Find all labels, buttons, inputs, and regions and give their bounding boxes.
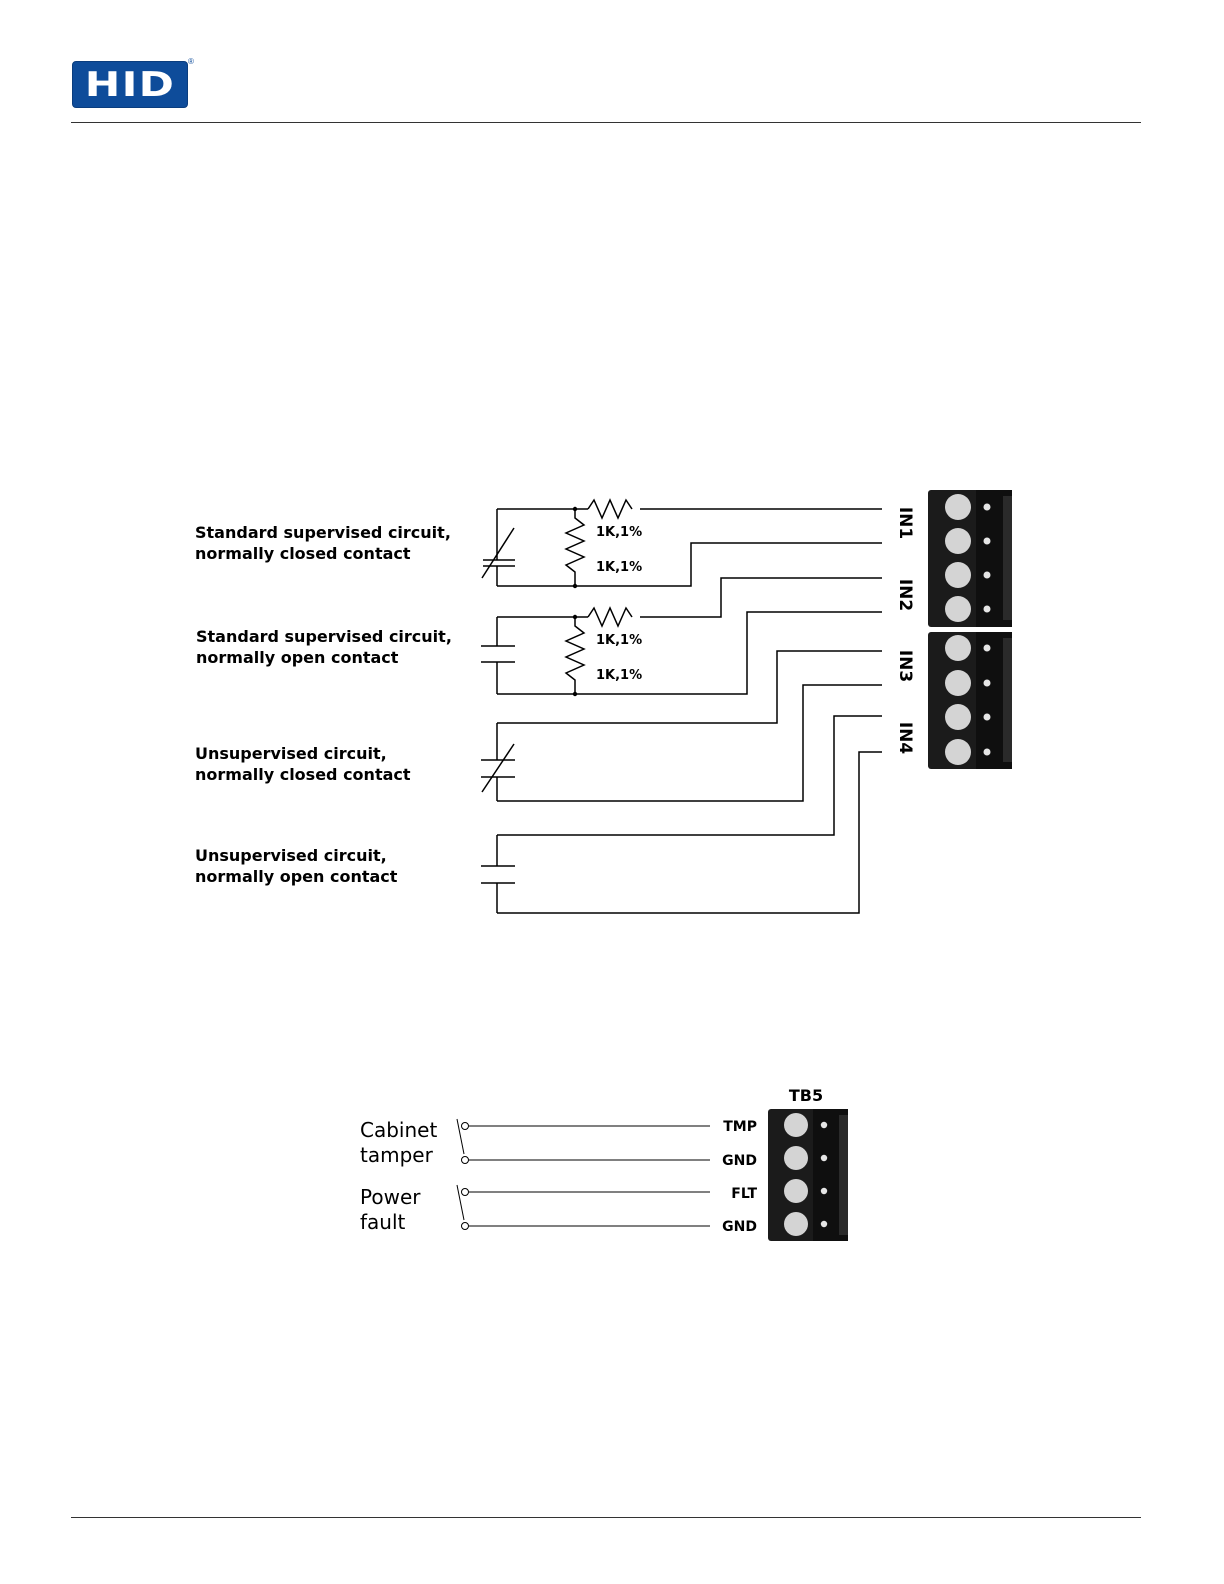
resistor-label-1: 1K,1% <box>596 525 642 540</box>
circuit4-label-l2: normally open contact <box>195 867 398 886</box>
screw-2 <box>945 528 971 554</box>
pin-label-gnd-1: GND <box>722 1153 757 1169</box>
c3-wire-bottom <box>497 685 882 801</box>
c4-wire-top <box>497 716 882 835</box>
c2-series-resistor <box>588 608 632 626</box>
c1-wire-bottom <box>497 543 882 586</box>
c4-wire-bottom <box>497 752 882 913</box>
tamper-contact-bot <box>462 1157 469 1164</box>
screw-8 <box>945 739 971 765</box>
resistor-label-4: 1K,1% <box>596 668 642 683</box>
cabinet-tamper-label-l1: Cabinet <box>360 1118 437 1142</box>
c2-node-bot <box>573 692 577 696</box>
tb5-label: TB5 <box>789 1086 823 1105</box>
circuit2-label-l1: Standard supervised circuit, <box>196 627 452 646</box>
tb5-screw-4 <box>784 1212 808 1236</box>
tamper-contact-top <box>462 1123 469 1130</box>
c3-wire-top <box>497 651 882 723</box>
terminal-label-in4: IN4 <box>895 722 915 755</box>
fault-contact-bot <box>462 1223 469 1230</box>
cabinet-tamper-label-l2: tamper <box>360 1143 434 1167</box>
circuit3-label-l1: Unsupervised circuit, <box>195 744 387 763</box>
c2-wire-in2 <box>640 578 882 617</box>
circuit2-label-l2: normally open contact <box>196 648 399 667</box>
power-fault-label-l2: fault <box>360 1210 406 1234</box>
c2-shunt-resistor <box>566 617 584 694</box>
resistor-label-3: 1K,1% <box>596 633 642 648</box>
c1-node-top <box>573 507 577 511</box>
terminal-label-in3: IN3 <box>895 650 915 682</box>
c1-contact-slash <box>482 528 514 578</box>
c3-contact-slash <box>482 744 514 792</box>
circuit3-label-l2: normally closed contact <box>195 765 411 784</box>
screw-5 <box>945 635 971 661</box>
screw-1 <box>945 494 971 520</box>
pin-label-flt: FLT <box>731 1186 757 1202</box>
c2-node-top <box>573 615 577 619</box>
c1-shunt-resistor <box>566 509 584 586</box>
circuit1-label-l2: normally closed contact <box>195 544 411 563</box>
terminal-label-in2: IN2 <box>895 579 915 611</box>
c1-series-resistor <box>588 500 632 518</box>
circuit4-label-l1: Unsupervised circuit, <box>195 846 387 865</box>
c2-wire-bottom <box>497 612 882 694</box>
tb5-screw-2 <box>784 1146 808 1170</box>
terminal-label-in1: IN1 <box>895 507 915 539</box>
tb5-screw-3 <box>784 1179 808 1203</box>
circuit1-label-l1: Standard supervised circuit, <box>195 523 451 542</box>
c1-node-bot <box>573 584 577 588</box>
screw-7 <box>945 704 971 730</box>
tb5-terminal-block <box>768 1109 848 1241</box>
pin-label-gnd-2: GND <box>722 1219 757 1235</box>
terminal-block-upper <box>928 490 1012 627</box>
pin-label-tmp: TMP <box>723 1119 757 1135</box>
screw-4 <box>945 596 971 622</box>
tb5-screw-1 <box>784 1113 808 1137</box>
resistor-label-2: 1K,1% <box>596 560 642 575</box>
screw-6 <box>945 670 971 696</box>
screw-3 <box>945 562 971 588</box>
terminal-block-lower <box>928 632 1012 769</box>
fault-contact-top <box>462 1189 469 1196</box>
power-fault-label-l1: Power <box>360 1185 421 1209</box>
